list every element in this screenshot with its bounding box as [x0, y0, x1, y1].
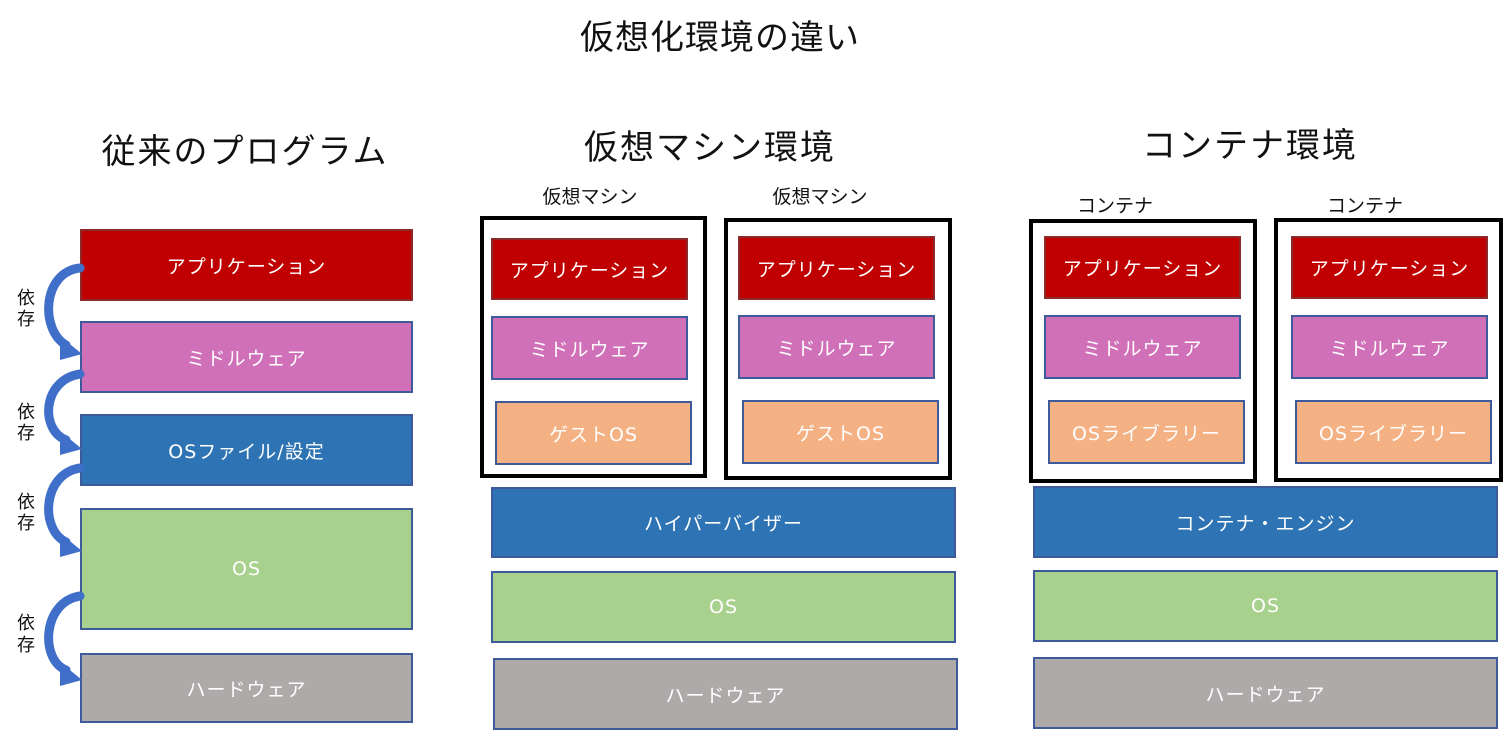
dependency-arrowhead: [60, 336, 82, 360]
traditional-application-layer: アプリケーション: [80, 229, 413, 301]
vm-middleware-layer: ミドルウェア: [738, 315, 935, 379]
dependency-label: 依存: [17, 492, 35, 534]
container-os-layer: OS: [1033, 570, 1498, 642]
dependency-label: 依存: [17, 288, 35, 330]
dependency-arrowhead: [60, 662, 82, 686]
container-engine-layer: コンテナ・エンジン: [1033, 486, 1498, 558]
dependency-label: 依存: [17, 402, 35, 444]
dependency-arrow: [44, 463, 85, 547]
vm-middleware-layer: ミドルウェア: [491, 316, 688, 380]
vm-frame: [480, 216, 707, 478]
vm-label: 仮想マシン: [772, 186, 868, 208]
container-os-library-layer: OSライブラリー: [1048, 400, 1245, 464]
container-frame: [1274, 218, 1503, 482]
container-label: コンテナ: [1326, 195, 1403, 217]
hypervisor-layer: ハイパーバイザー: [491, 487, 956, 558]
dependency-arrow: [44, 591, 85, 675]
container-hardware-layer: ハードウェア: [1033, 657, 1498, 729]
container-os-library-layer: OSライブラリー: [1295, 400, 1492, 464]
dependency-label: 依存: [17, 613, 35, 656]
vm-os-layer: OS: [491, 571, 956, 643]
vm-guest-os-layer: ゲストOS: [742, 400, 939, 464]
vm-label: 仮想マシン: [542, 186, 638, 208]
container-application-layer: アプリケーション: [1291, 236, 1488, 299]
vm-application-layer: アプリケーション: [491, 238, 688, 300]
traditional-hardware-layer: ハードウェア: [80, 653, 413, 723]
vm-guest-os-layer: ゲストOS: [495, 401, 692, 465]
vm-heading: 仮想マシン環境: [584, 128, 836, 168]
vm-application-layer: アプリケーション: [738, 236, 935, 300]
dependency-arrow: [44, 369, 85, 445]
vm-hardware-layer: ハードウェア: [493, 658, 958, 730]
container-heading: コンテナ環境: [1142, 126, 1358, 166]
container-frame: [1029, 219, 1257, 483]
traditional-os-layer: OS: [80, 508, 413, 630]
dependency-arrow: [44, 263, 85, 350]
dependency-arrows: [44, 263, 85, 686]
vm-frame: [724, 218, 952, 480]
dependency-arrowhead: [60, 533, 82, 557]
dependency-arrowhead: [60, 431, 82, 455]
container-application-layer: アプリケーション: [1044, 236, 1241, 299]
traditional-middleware-layer: ミドルウェア: [80, 321, 413, 393]
diagram-title: 仮想化環境の違い: [580, 18, 860, 58]
container-middleware-layer: ミドルウェア: [1044, 315, 1241, 379]
traditional-heading: 従来のプログラム: [101, 132, 389, 172]
traditional-os-files-layer: OSファイル/設定: [80, 414, 413, 486]
container-middleware-layer: ミドルウェア: [1291, 315, 1488, 379]
container-label: コンテナ: [1076, 195, 1153, 217]
